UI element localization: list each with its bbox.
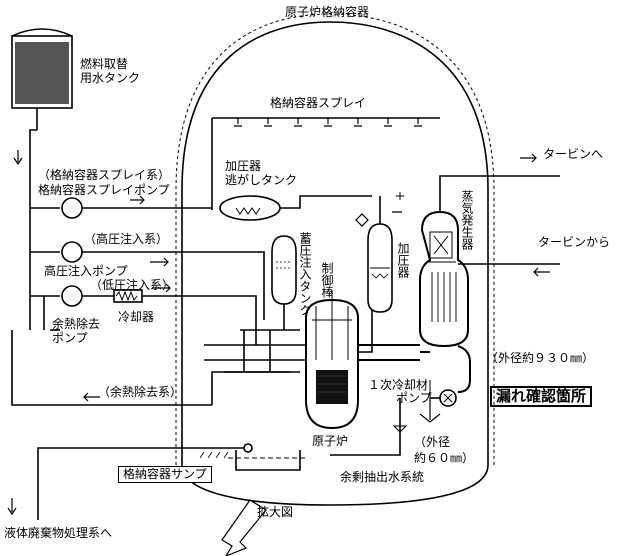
fuel-water-tank-label-1: 燃料取替 bbox=[80, 57, 129, 71]
spray-pump-label: 格納容器スプレイポンプ bbox=[38, 183, 170, 197]
hp-injection-system-label: （高圧注入系） bbox=[84, 232, 169, 246]
to-turbine-label: タービンへ bbox=[543, 147, 604, 161]
reactor-core bbox=[316, 370, 348, 404]
cooler-icon bbox=[113, 289, 143, 303]
rhr-pump-label-2: ポンプ bbox=[52, 331, 88, 345]
pressurizer-label: 加圧器 bbox=[396, 242, 410, 278]
containment-vessel-label: 原子炉格納容器 bbox=[285, 5, 370, 19]
reactor-vessel bbox=[305, 298, 359, 430]
containment-spray-label: 格納容器スプレイ bbox=[270, 96, 367, 110]
main-suction-pipe bbox=[29, 129, 37, 330]
cooler-label: 冷却器 bbox=[118, 310, 155, 324]
from-turbine-label: タービンから bbox=[538, 235, 611, 249]
containment-sump-label: 格納容器サンプ bbox=[118, 466, 212, 483]
pressurizer-relief-tank bbox=[219, 195, 281, 221]
containment-inner-dashed bbox=[175, 13, 495, 465]
rhr-system-label: （余熱除去系） bbox=[98, 385, 183, 399]
lp-injection-system-label: （低圧注入系） bbox=[90, 278, 175, 292]
outer-dia-60-label-1: （外径 bbox=[414, 435, 451, 449]
leak-location-label: 漏れ確認箇所 bbox=[490, 386, 593, 407]
steam-generator-label: 蒸気発生器 bbox=[460, 190, 474, 250]
fuel-water-tank bbox=[11, 28, 73, 109]
coolant-pump-icon bbox=[439, 389, 457, 407]
to-liquid-waste-label: 液体廃棄物処理系へ bbox=[4, 526, 113, 540]
pressurizer-relief-tank-label-2: 逃がしタンク bbox=[225, 173, 298, 187]
rhr-pump-icon bbox=[61, 285, 83, 307]
steam-generator bbox=[419, 210, 469, 348]
containment-sump bbox=[235, 450, 301, 471]
spray-pump-icon bbox=[61, 197, 83, 219]
accumulator-label: 蓄圧注入タンク bbox=[298, 232, 312, 316]
reactor-label: 原子炉 bbox=[312, 434, 349, 448]
control-rod-label: 制御棒 bbox=[320, 262, 334, 298]
rhr-pump-label-1: 余熱除去 bbox=[52, 317, 101, 331]
pressurizer bbox=[367, 223, 393, 313]
accumulator-tank bbox=[271, 235, 297, 305]
enlarged-view-arrow bbox=[221, 499, 267, 556]
outer-dia-930-label: （外径約９３０㎜） bbox=[486, 351, 595, 365]
hp-injection-pump-label: 高圧注入ポンプ bbox=[44, 264, 128, 278]
coolant-pump-label-2: ポンプ bbox=[396, 391, 432, 405]
hp-injection-pump-icon bbox=[61, 241, 83, 263]
spray-system-label: （格納容器スプレイ系） bbox=[38, 168, 171, 182]
coolant-pump-label-1: １次冷却材 bbox=[368, 378, 429, 392]
pressurizer-relief-tank-label-1: 加圧器 bbox=[225, 159, 262, 173]
spray-nozzles bbox=[234, 118, 422, 127]
containment-vessel-outline bbox=[181, 21, 489, 506]
letdown-system-label: 余剰抽出水系統 bbox=[340, 470, 425, 484]
fuel-water-tank-label-2: 用水タンク bbox=[80, 71, 141, 85]
enlarged-view-label: 拡大図 bbox=[257, 505, 294, 519]
outer-dia-60-label-2: 約６０㎜） bbox=[414, 451, 475, 465]
